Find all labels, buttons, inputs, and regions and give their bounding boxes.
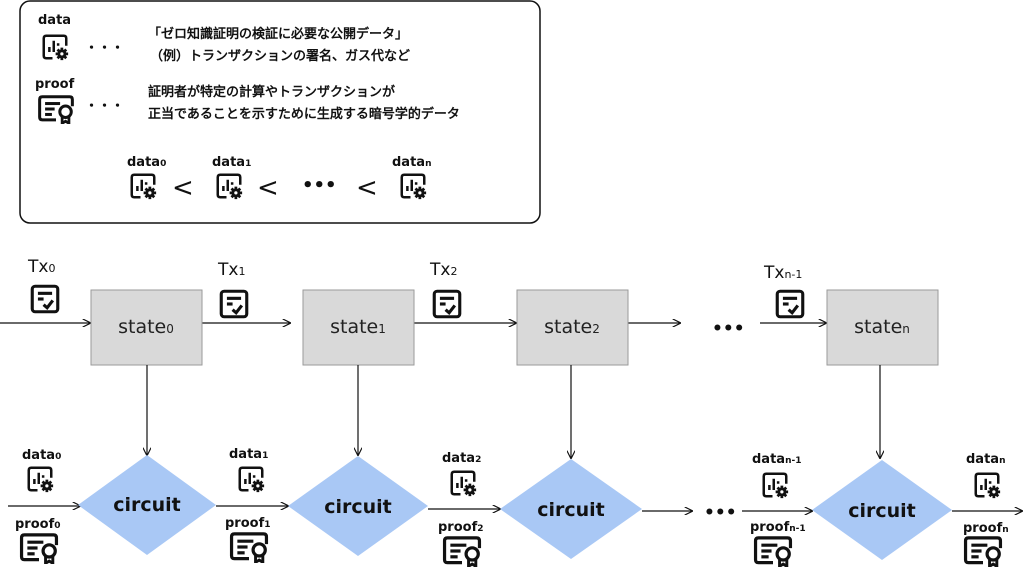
order-data-label-n: datan — [392, 155, 432, 170]
circuit-proof-label-0: proof0 — [15, 517, 61, 532]
state-box-0 — [90, 289, 203, 366]
legend-proof-desc-1: 証明者が特定の計算やトランザクションが — [148, 84, 395, 100]
state-ellipsis: ••• — [712, 319, 745, 339]
circuit-data-label-n: datan — [966, 452, 1006, 467]
circuit-label-n: circuit — [848, 500, 916, 522]
circuit-diamond-0 — [78, 455, 216, 555]
circuit-data-label-n-1: datan-1 — [752, 452, 801, 467]
certificate-icon — [442, 536, 482, 567]
circuit-ellipsis: ••• — [704, 503, 737, 523]
legend-order-row: data0 < data1 < ••• < datan — [127, 155, 432, 203]
legend-data-dots: ・・・ — [85, 41, 124, 56]
circuit-proof-label-2: proof2 — [438, 520, 484, 535]
tx-label-1: Tx1 — [217, 260, 245, 280]
circuit-proof-label-n: proofn — [963, 521, 1009, 536]
legend-proof-desc-2: 正当であることを示すために生成する暗号学的データ — [148, 106, 460, 122]
circuit-chain: ••• circuit circuit circuit circuit data… — [8, 447, 1022, 567]
state-box-1 — [302, 289, 415, 366]
data-chart-gear-icon — [27, 466, 55, 494]
checklist-icon — [30, 284, 60, 314]
circuit-proof-label-n-1: proofn-1 — [750, 520, 806, 535]
lt-symbol: < — [257, 173, 279, 203]
order-ellipsis: ••• — [302, 175, 337, 196]
data-chart-gear-icon — [974, 472, 1002, 500]
tx-label-0: Tx0 — [27, 257, 55, 277]
circuit-data-label-1: data1 — [229, 447, 268, 462]
legend-data-desc-1: 「ゼロ知識証明の検証に必要な公開データ」 — [148, 26, 408, 42]
tx-label-n-1: Txn-1 — [763, 263, 802, 283]
state-box-2 — [516, 289, 629, 366]
state-box-n — [826, 289, 939, 366]
order-data-label-1: data1 — [212, 155, 251, 170]
certificate-icon — [963, 536, 1003, 567]
checklist-icon — [775, 289, 805, 319]
tx-label-2: Tx2 — [429, 260, 457, 280]
circuit-data-label-2: data2 — [442, 451, 481, 466]
data-chart-gear-icon — [450, 470, 478, 498]
state-label-2: state2 — [544, 316, 600, 338]
circuit-data-label-0: data0 — [22, 448, 61, 463]
legend: data ・・・ 「ゼロ知識証明の検証に必要な公開データ」 （例）トランザクショ… — [19, 0, 541, 224]
checklist-icon — [432, 289, 462, 319]
checklist-icon — [219, 289, 249, 319]
circuit-label-0: circuit — [113, 494, 181, 516]
certificate-icon — [229, 532, 269, 563]
legend-proof-label: proof — [35, 77, 75, 92]
circuit-label-1: circuit — [324, 496, 392, 518]
data-chart-gear-icon — [238, 466, 266, 494]
certificate-icon — [753, 536, 793, 567]
lt-symbol: < — [172, 173, 194, 203]
data-chart-gear-icon — [762, 472, 790, 500]
order-data-label-0: data0 — [127, 155, 166, 170]
state-chain: ••• state0 state1 state2 staten Tx0 Tx1 … — [0, 257, 939, 458]
circuit-label-2: circuit — [537, 499, 605, 521]
state-label-1: state1 — [330, 316, 386, 338]
lt-symbol: < — [356, 173, 378, 203]
legend-data-desc-2: （例）トランザクションの署名、ガス代など — [150, 48, 410, 64]
circuit-diamond-1 — [288, 456, 428, 556]
state-label-n: staten — [854, 316, 910, 338]
legend-data-label: data — [38, 13, 71, 28]
circuit-proof-label-1: proof1 — [225, 516, 271, 531]
certificate-icon — [19, 533, 59, 564]
circuit-diamond-2 — [500, 459, 642, 559]
legend-frame — [19, 0, 541, 224]
state-label-0: state0 — [118, 316, 174, 338]
legend-proof-dots: ・・・ — [85, 99, 124, 114]
circuit-diamond-n — [812, 460, 952, 560]
